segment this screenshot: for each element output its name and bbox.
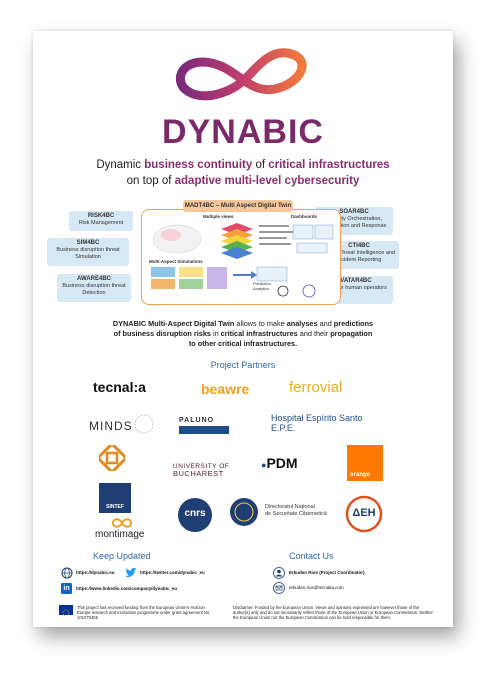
description-text: to other critical infrastructures.: [188, 339, 298, 348]
eu-stars-icon: [62, 609, 70, 617]
contact-name: Erkuden Rios (Project Coordinator): [289, 570, 365, 575]
module-title: SIM4BC: [76, 240, 100, 246]
bucharest-line2: BUCHAREST: [173, 469, 224, 478]
description-text: and: [317, 319, 334, 328]
madt4bc-title: MADT4BC – Multi Aspect Digital Twin: [183, 200, 293, 212]
simulations-label: Multi-Aspect Simulations: [149, 259, 203, 264]
dnsc-line2: de Securitate Cibernetică: [265, 511, 327, 517]
module-text: Guide for human operators: [321, 285, 387, 291]
module-title: CTI4BC: [348, 243, 370, 249]
email-icon: [273, 582, 285, 594]
partner-beawre-logo: beawre: [201, 381, 250, 397]
module-title: AVATAR4BC: [336, 278, 372, 284]
description-text: critical infrastructures: [220, 329, 298, 338]
partner-ferrovial-logo: ferrovial: [289, 379, 343, 396]
description-text: and their: [297, 329, 331, 338]
disclaimer: Disclaimer: Funded by the European Union…: [233, 605, 433, 620]
bucharest-line1: UNIVERSITY OF: [173, 463, 230, 470]
brand-title: DYNABIC: [162, 113, 324, 151]
dashboards-label: Dashboards: [291, 214, 318, 219]
multiple-views-label: Multiple views: [203, 214, 234, 219]
partner-minds-logo: MINDS: [89, 419, 133, 433]
description-text: predictions: [333, 319, 374, 328]
module-text: Security Orchestration, Automation and R…: [321, 216, 387, 229]
twitter-link[interactable]: https://twitter.com/dynabic_eu: [140, 570, 205, 575]
partner-tecnalia-logo: tecnal:a: [93, 379, 146, 395]
description-text: allows to make: [234, 319, 287, 328]
partner-orange-logo: orange: [347, 445, 383, 481]
pdm-dot-icon: ●: [261, 460, 267, 470]
tagline-text: Dynamic: [96, 159, 145, 171]
partner-bucharest-logo: UNIVERSITY OF BUCHAREST: [173, 463, 243, 478]
module-title: RISK4BC: [87, 213, 115, 219]
module-title: SOAR4BC: [339, 209, 369, 215]
poster: DYNABIC Dynamic business continuity of c…: [33, 31, 453, 627]
pdm-text: PDM: [266, 455, 298, 471]
partner-hospital-logo: Hospital Espírito Santo E.P.E.: [271, 413, 363, 433]
paluno-text: PALUNO: [179, 417, 215, 424]
linkedin-link[interactable]: https://www.linkedin.com/company/dynabic…: [76, 586, 178, 591]
globe-icon: [61, 567, 73, 579]
partner-paluno-logo: PALUNO: [179, 417, 229, 443]
tagline-text: on top of: [126, 175, 175, 187]
description-text: in: [210, 329, 221, 338]
module-box-aware4bc: AWARE4BC Business disruption threat Dete…: [57, 274, 131, 302]
orange-text: orange: [350, 472, 371, 478]
module-box-risk4bc: RISK4BC Risk Management: [69, 211, 133, 231]
tagline-text: of: [252, 159, 269, 171]
partner-pdm-logo: ●PDM: [261, 455, 298, 471]
module-text: Risk Management: [78, 220, 124, 226]
montimage-infinity-icon: [111, 518, 133, 528]
dnsc-line1: Directoratul Național: [265, 504, 315, 510]
partner-cnrs-logo-icon: [178, 498, 212, 532]
partner-deh-logo: ΔEH: [352, 507, 376, 519]
person-icon: [273, 567, 285, 579]
contact-us-title: Contact Us: [289, 551, 334, 561]
madt4bc-diagram-icon: [151, 223, 334, 298]
keep-updated-title: Keep Updated: [93, 551, 151, 561]
module-title: AWARE4BC: [76, 276, 111, 282]
website-link[interactable]: https://dynabic.eu: [76, 570, 115, 575]
dnsc-seal-icon: [230, 498, 258, 526]
sintef-text: SINTEF: [106, 504, 124, 510]
dynabic-logo-icon: [176, 48, 307, 101]
description-text: of business disruption risks: [113, 329, 211, 338]
paluno-bar: [179, 426, 229, 434]
module-text: Business disruption threat Detection: [62, 283, 126, 296]
partners-title: Project Partners: [210, 360, 276, 370]
description: DYNABIC Multi-Aspect Digital Twin allows…: [53, 319, 433, 349]
module-text: Cyber Threat Intelligence and Incident R…: [322, 250, 396, 263]
tagline-highlight: adaptive multi-level cybersecurity: [174, 175, 360, 187]
tagline-highlight: business continuity: [144, 159, 253, 171]
cnrs-text: cnrs: [184, 508, 206, 519]
prediction-label: Prediction Analytics: [253, 281, 271, 291]
partner-knot-logo-icon: [99, 445, 125, 471]
tagline-highlight: critical infrastructures: [268, 159, 390, 171]
minds-dots-icon: [134, 414, 154, 434]
eu-flag-icon: [59, 605, 73, 617]
linkedin-icon: in: [61, 583, 72, 594]
partner-dnsc-logo: Directoratul Național de Securitate Cibe…: [265, 504, 335, 518]
description-text: analyses: [286, 319, 318, 328]
funding-statement: This project has received funding from t…: [77, 605, 210, 620]
partner-sintef-logo: SINTEF: [99, 483, 131, 513]
partner-montimage-logo: montimage: [95, 529, 145, 540]
deh-ring-icon: [345, 495, 383, 533]
twitter-icon: [125, 567, 136, 577]
description-text: DYNABIC Multi-Aspect Digital Twin: [112, 319, 235, 328]
description-text: propagation: [330, 329, 373, 338]
module-box-sim4bc: SIM4BC Business disruption threat Simula…: [47, 238, 129, 266]
tagline: Dynamic business continuity of critical …: [43, 157, 443, 189]
contact-email[interactable]: erkuden.rios@tecnalia.com: [289, 585, 344, 590]
module-text: Business disruption threat Simulation: [56, 247, 120, 260]
